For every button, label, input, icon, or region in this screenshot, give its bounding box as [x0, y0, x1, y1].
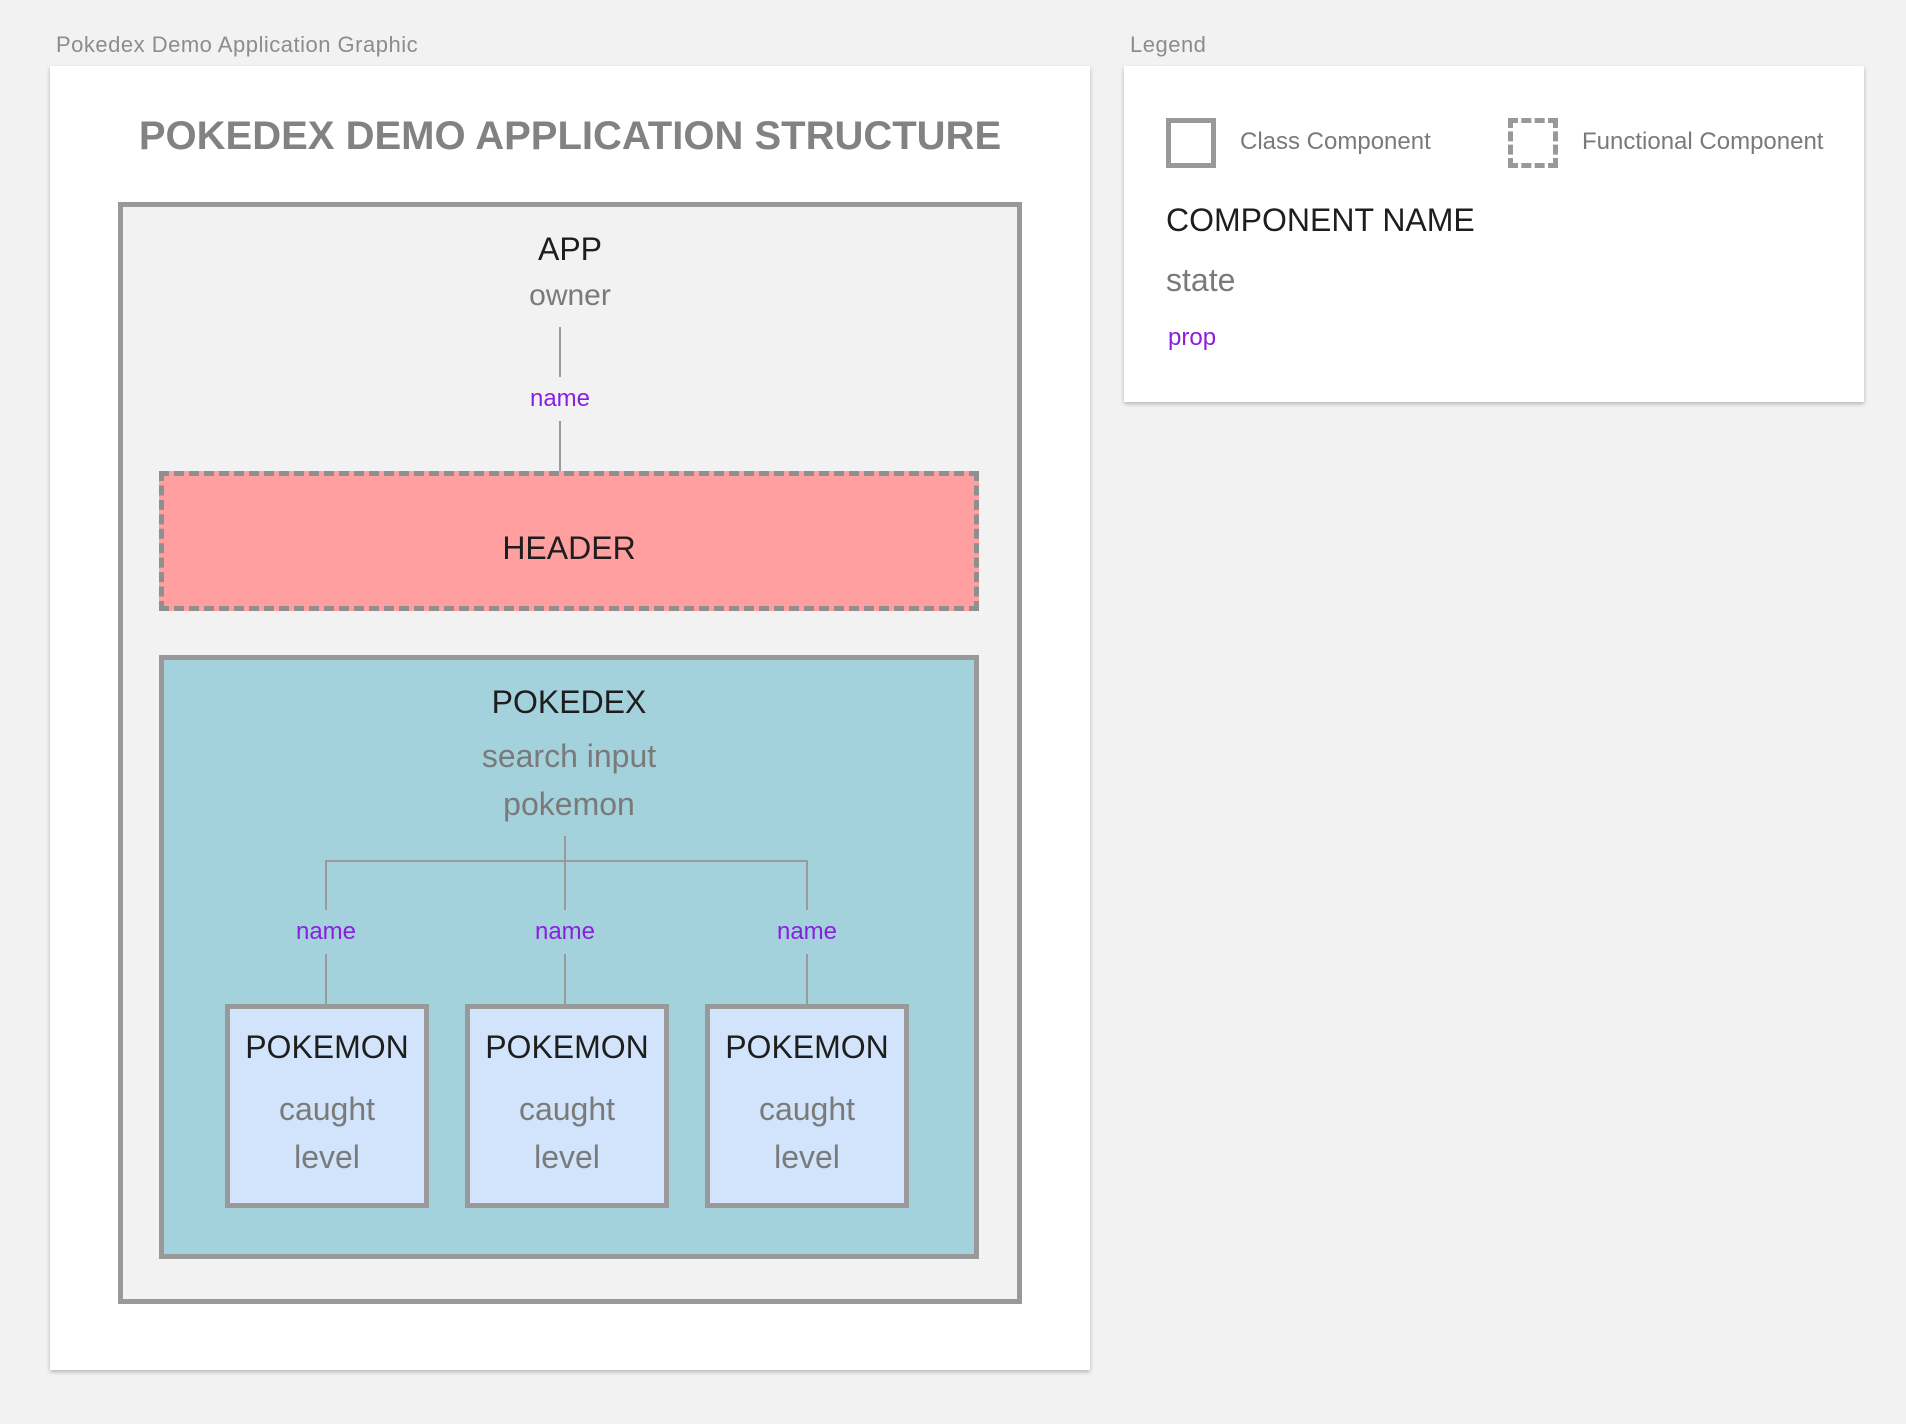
legend-card: Class Component Functional Component COM…	[1124, 66, 1864, 402]
functional-component-label: Functional Component	[1582, 128, 1824, 155]
pokedex-connector-right-bottom	[806, 954, 808, 1004]
app-name: APP	[537, 231, 603, 267]
app-header-connector-bottom	[559, 421, 561, 471]
pokemon-component-2: POKEMON caught level	[465, 1004, 669, 1208]
pokemon-3-name: POKEMON	[725, 1029, 889, 1065]
app-state-owner: owner	[529, 279, 611, 312]
pokemon-prop-1: name	[295, 918, 357, 945]
pokedex-connector-right-top	[806, 860, 808, 910]
app-component: APP owner name HEADER POKEDEX search inp…	[118, 202, 1022, 1304]
pokedex-connector-trunk	[564, 836, 566, 860]
pokedex-state-search-input: search input	[481, 738, 657, 774]
app-header-connector-top	[559, 327, 561, 377]
pokemon-3-state-caught: caught	[758, 1091, 856, 1127]
functional-component-swatch-icon	[1508, 118, 1558, 168]
class-component-label: Class Component	[1240, 128, 1431, 155]
pokemon-2-state-caught: caught	[518, 1091, 616, 1127]
main-frame-label: Pokedex Demo Application Graphic	[56, 32, 419, 57]
pokedex-connector-middle-bottom	[564, 954, 566, 1004]
legend-state: state	[1166, 262, 1236, 298]
pokedex-name: POKEDEX	[491, 684, 647, 720]
header-name: HEADER	[502, 530, 636, 566]
pokemon-2-name: POKEMON	[485, 1029, 649, 1065]
pokemon-1-name: POKEMON	[245, 1029, 409, 1065]
pokemon-3-state-level: level	[774, 1139, 840, 1175]
pokedex-component: POKEDEX search input pokemon name name n…	[159, 655, 979, 1259]
app-header-prop: name	[529, 385, 591, 412]
legend-frame-label: Legend	[1130, 32, 1207, 57]
diagram-title: POKEDEX DEMO APPLICATION STRUCTURE	[138, 114, 1002, 158]
pokemon-prop-3: name	[776, 918, 838, 945]
diagram-card: POKEDEX DEMO APPLICATION STRUCTURE APP o…	[50, 66, 1090, 1370]
legend-component-name: COMPONENT NAME	[1166, 202, 1475, 238]
header-component: HEADER	[159, 471, 979, 611]
pokedex-connector-bar	[325, 860, 808, 862]
pokemon-2-state-level: level	[534, 1139, 600, 1175]
pokemon-1-state-caught: caught	[278, 1091, 376, 1127]
class-component-swatch-icon	[1166, 118, 1216, 168]
pokedex-connector-middle-top	[564, 860, 566, 910]
pokemon-prop-2: name	[534, 918, 596, 945]
pokemon-component-3: POKEMON caught level	[705, 1004, 909, 1208]
pokedex-connector-left-bottom	[325, 954, 327, 1004]
pokemon-component-1: POKEMON caught level	[225, 1004, 429, 1208]
legend-prop: prop	[1168, 324, 1217, 351]
pokedex-state-pokemon: pokemon	[503, 786, 635, 822]
pokedex-connector-left-top	[325, 860, 327, 910]
pokemon-1-state-level: level	[294, 1139, 360, 1175]
